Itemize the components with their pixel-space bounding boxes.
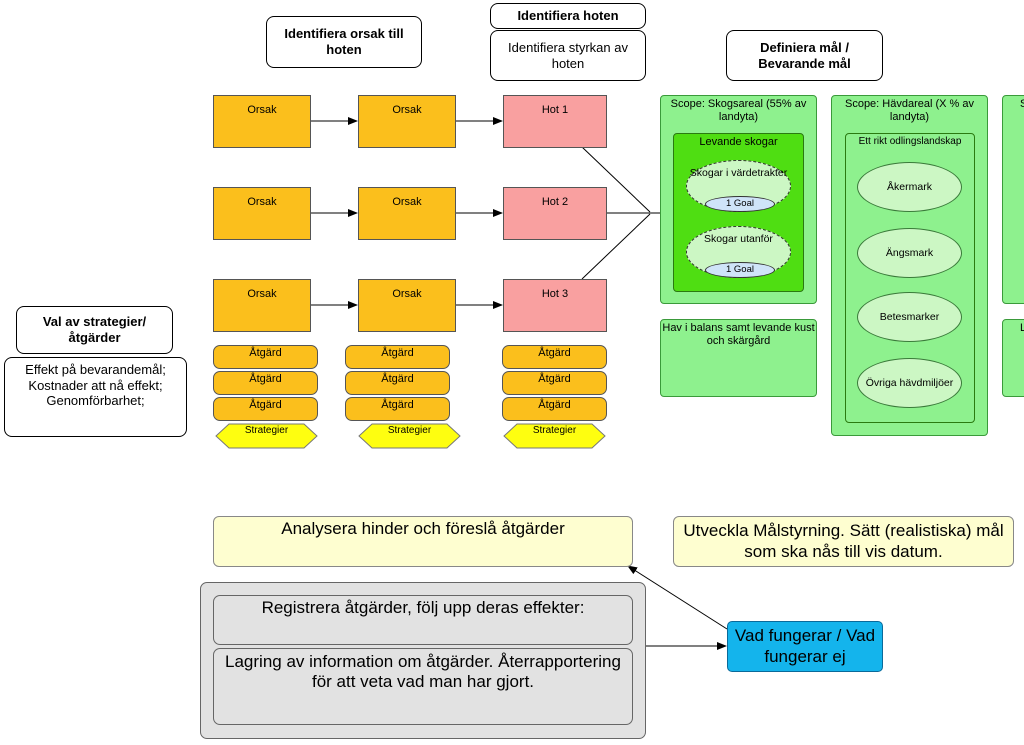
action-label: Åtgärd [249, 399, 282, 411]
scope-partial-bottom: L [1002, 319, 1024, 397]
threat-box-3: Hot 3 [503, 279, 607, 332]
strategy-hexagon [358, 423, 461, 449]
goal-badge-text: 1 Goal [726, 198, 754, 210]
utveckla-box: Utveckla Målstyrning. Sätt (realistiska)… [673, 516, 1014, 567]
cause-label: Orsak [247, 288, 277, 300]
header-choose-strategies: Val av strategier/åtgärder [16, 306, 173, 354]
action-box: Åtgärd [213, 397, 318, 421]
strategy-hexagon [503, 423, 606, 449]
farmland-target: Åkermark [857, 162, 962, 212]
line-hot3-merge [581, 213, 651, 280]
header-identify-causes: Identifiera orsak till hoten [266, 16, 422, 68]
cause-label: Orsak [392, 196, 422, 208]
threat-label: Hot 3 [541, 288, 569, 300]
action-label: Åtgärd [381, 373, 414, 385]
goal-badge-text: 1 Goal [726, 264, 754, 276]
cause-label: Orsak [392, 288, 422, 300]
strategy-criteria-text: Effekt på bevarandemål; Kostnader att nå… [25, 362, 166, 409]
cause-box: Orsak [213, 187, 311, 240]
scope-forest-title: Scope: Skogsareal (55% av landyta) [670, 98, 807, 124]
cause-box: Orsak [358, 95, 456, 148]
farmland-target: Betesmarker [857, 292, 962, 342]
threat-box-1: Hot 1 [503, 95, 607, 148]
cause-box: Orsak [213, 95, 311, 148]
registrera-box: Registrera åtgärder, följ upp deras effe… [213, 595, 633, 645]
header-identify-threats-text: Identifiera hoten [517, 8, 619, 24]
cause-label: Orsak [247, 196, 277, 208]
threat-label: Hot 2 [541, 196, 569, 208]
action-box: Åtgärd [502, 371, 607, 395]
action-label: Åtgärd [538, 347, 571, 359]
header-define-goals: Definiera mål / Bevarande mål [726, 30, 883, 81]
scope-partial-top: S [1002, 95, 1024, 304]
utveckla-text: Utveckla Målstyrning. Sätt (realistiska)… [683, 521, 1004, 561]
vad-fungerar-text: Vad fungerar / Vad fungerar ej [734, 626, 876, 666]
action-label: Åtgärd [381, 399, 414, 411]
action-label: Åtgärd [538, 399, 571, 411]
scope-partial-bottom-label: L [1020, 322, 1024, 334]
goal-badge: 1 Goal [705, 196, 775, 212]
sea-goal-box: Hav i balans samt levande kust och skärg… [660, 319, 817, 397]
action-box: Åtgärd [213, 371, 318, 395]
cause-box: Orsak [358, 279, 456, 332]
strategy-hexagon [215, 423, 318, 449]
action-box: Åtgärd [502, 345, 607, 369]
action-label: Åtgärd [249, 373, 282, 385]
analysera-text: Analysera hinder och föreslå åtgärder [281, 519, 565, 538]
arrow-to-analysera [627, 565, 728, 630]
strategy-text: Strategier [532, 425, 577, 436]
farmland-target-label: Ängsmark [885, 246, 934, 259]
action-box: Åtgärd [345, 371, 450, 395]
scope-farmland-title: Scope: Hävdareal (X % av landyta) [844, 98, 974, 124]
header-identify-causes-text: Identifiera orsak till hoten [284, 26, 404, 57]
strategy-text: Strategier [244, 425, 289, 436]
cause-box: Orsak [213, 279, 311, 332]
action-box: Åtgärd [502, 397, 607, 421]
forest-target-1-label: Skogar i värdetrakter [689, 167, 788, 179]
lagring-box: Lagring av information om åtgärder. Åter… [213, 648, 633, 725]
goal-badge: 1 Goal [705, 262, 775, 278]
action-label: Åtgärd [381, 347, 414, 359]
strategy-criteria-box: Effekt på bevarandemål; Kostnader att nå… [4, 357, 187, 437]
sea-goal-text: Hav i balans samt levande kust och skärg… [662, 322, 815, 348]
header-threat-strength: Identifiera styrkan av hoten [490, 30, 646, 81]
header-choose-strategies-text: Val av strategier/åtgärder [42, 314, 147, 345]
strategy-label: Strategier [216, 424, 317, 438]
lagring-text: Lagring av information om åtgärder. Åter… [225, 652, 621, 692]
farmland-target-label: Åkermark [887, 180, 932, 193]
vad-fungerar-box: Vad fungerar / Vad fungerar ej [727, 621, 883, 672]
line-hot1-merge [581, 146, 651, 213]
farmland-target-title: Ett rikt odlingslandskap [858, 136, 962, 147]
strategy-label: Strategier [504, 424, 605, 438]
cause-label: Orsak [247, 104, 277, 116]
action-box: Åtgärd [345, 397, 450, 421]
strategy-text: Strategier [387, 425, 432, 436]
action-box: Åtgärd [213, 345, 318, 369]
scope-partial-top-label: S [1020, 98, 1024, 110]
action-box: Åtgärd [345, 345, 450, 369]
registrera-text: Registrera åtgärder, följ upp deras effe… [261, 598, 585, 617]
action-label: Åtgärd [538, 373, 571, 385]
cause-label: Orsak [392, 104, 422, 116]
threat-box-2: Hot 2 [503, 187, 607, 240]
strategy-label: Strategier [359, 424, 460, 438]
header-define-goals-text: Definiera mål / Bevarande mål [758, 39, 851, 71]
header-threat-strength-text: Identifiera styrkan av hoten [508, 39, 628, 71]
analysera-box: Analysera hinder och föreslå åtgärder [213, 516, 633, 567]
action-label: Åtgärd [249, 347, 282, 359]
cause-box: Orsak [358, 187, 456, 240]
farmland-target-label: Betesmarker [879, 310, 940, 323]
farmland-target: Övriga hävdmiljöer [857, 358, 962, 408]
header-identify-threats: Identifiera hoten [490, 3, 646, 29]
forest-target-2-label: Skogar utanför [704, 233, 773, 245]
farmland-target: Ängsmark [857, 228, 962, 278]
farmland-target-label: Övriga hävdmiljöer [865, 376, 954, 389]
threat-label: Hot 1 [541, 104, 569, 116]
forest-target-title: Levande skogar [699, 136, 778, 148]
